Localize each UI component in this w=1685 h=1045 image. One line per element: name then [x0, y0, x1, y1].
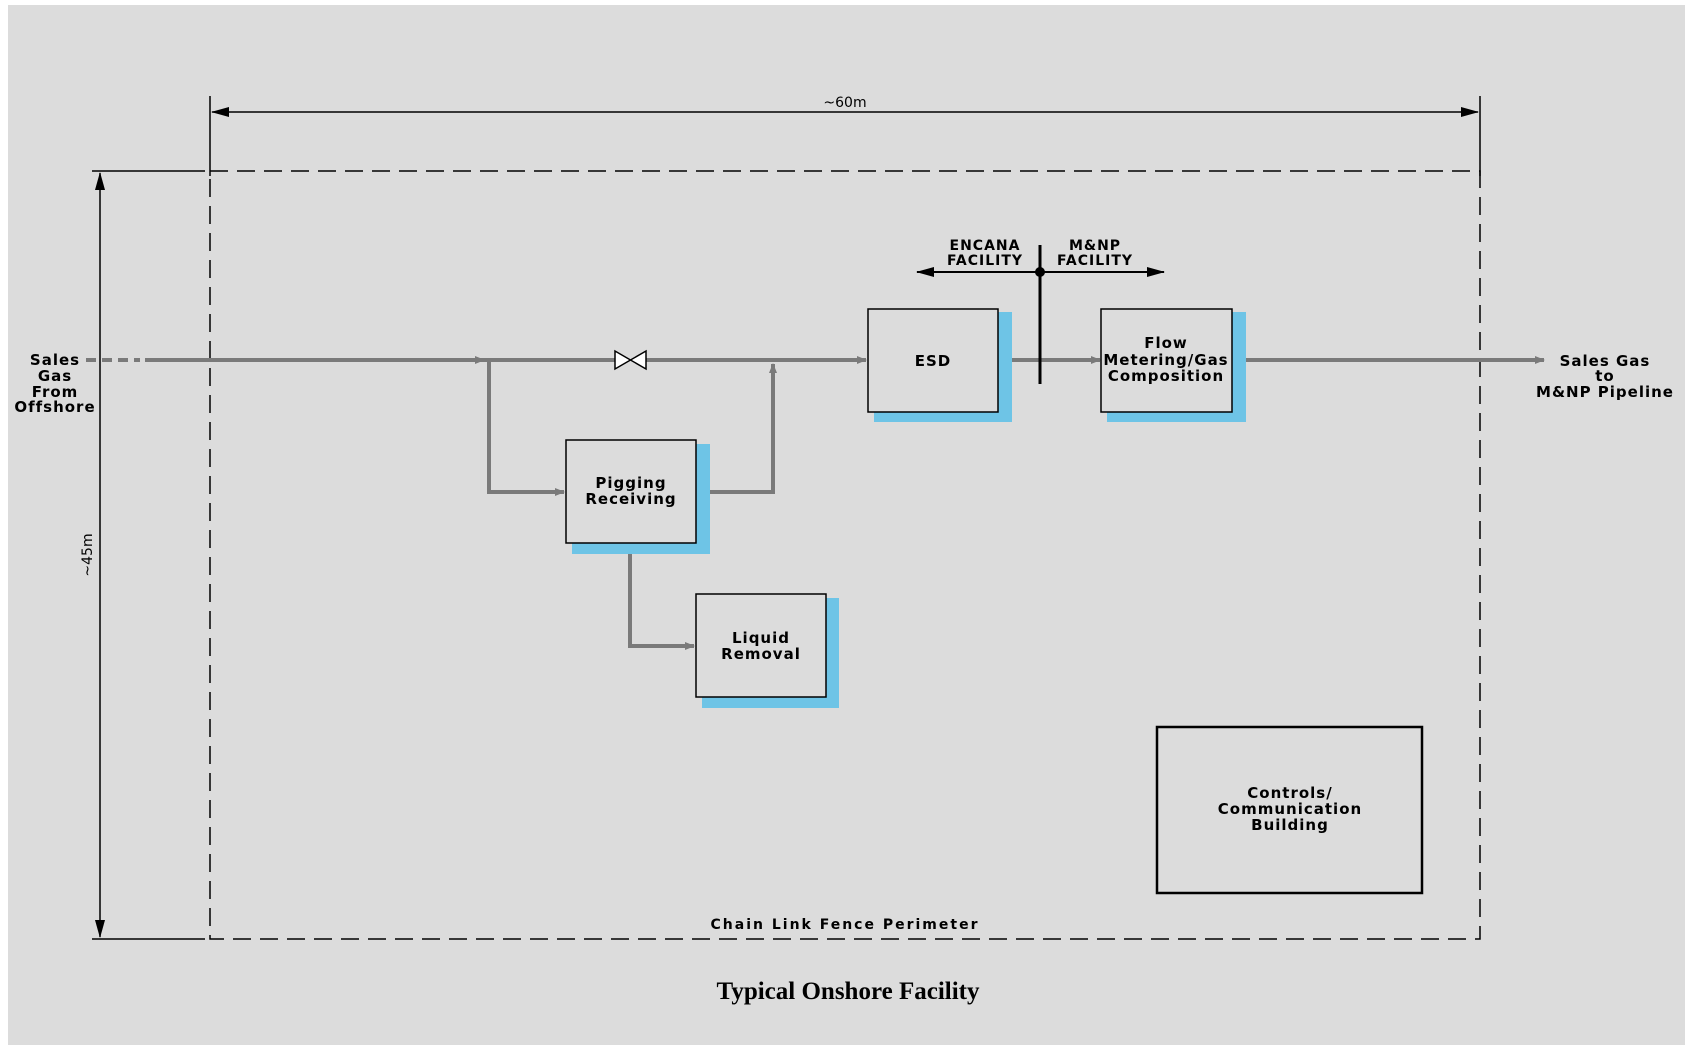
encana-label-line2: FACILITY — [947, 253, 1023, 269]
fence-perimeter — [209, 170, 1481, 940]
pigging-receiving-box: Pigging Receiving — [565, 439, 710, 554]
mnp-label-line2: FACILITY — [1057, 253, 1133, 269]
inlet-label-line4: Offshore — [14, 398, 95, 416]
width-dimension-label: ~60m — [823, 95, 866, 111]
controls-building-box: Controls/ Communication Building — [1155, 725, 1424, 895]
liquid-label-line2: Removal — [721, 645, 801, 663]
height-dimension: ~45m — [80, 170, 205, 940]
fence-label: Chain Link Fence Perimeter — [711, 917, 980, 933]
inlet-label-line1: Sales — [30, 351, 80, 369]
height-dimension-label: ~45m — [80, 533, 96, 576]
flow-label-line3: Composition — [1108, 367, 1224, 385]
flow-metering-box: Flow Metering/Gas Composition — [1100, 308, 1246, 422]
page-title: Typical Onshore Facility — [717, 978, 980, 1005]
inlet-label: Sales Gas From Offshore — [14, 351, 95, 416]
encana-label-line1: ENCANA — [950, 238, 1021, 254]
pigging-label-line1: Pigging — [595, 474, 666, 492]
esd-label: ESD — [915, 352, 952, 370]
pigging-label-line2: Receiving — [585, 490, 676, 508]
mnp-label-line1: M&NP — [1069, 238, 1121, 254]
outlet-label-line3: M&NP Pipeline — [1536, 383, 1674, 401]
controls-label-line1: Controls/ — [1247, 784, 1332, 802]
inlet-label-line3: From — [32, 383, 79, 401]
liquid-removal-box: Liquid Removal — [695, 593, 839, 708]
outlet-label: Sales Gas to M&NP Pipeline — [1536, 352, 1674, 401]
controls-label-line3: Building — [1251, 816, 1329, 834]
valve-icon — [614, 349, 647, 371]
esd-box: ESD — [867, 308, 1012, 422]
outlet-label-line1: Sales Gas — [1560, 352, 1651, 370]
liquid-label-line1: Liquid — [732, 629, 790, 647]
outlet-label-line2: to — [1595, 367, 1614, 385]
pigging-branch — [487, 360, 777, 650]
background — [8, 5, 1685, 1045]
flow-label-line1: Flow — [1144, 334, 1188, 352]
flow-label-line2: Metering/Gas — [1103, 351, 1228, 369]
width-dimension: ~60m — [209, 95, 1481, 176]
controls-label-line2: Communication — [1218, 800, 1362, 818]
ownership-boundary: ENCANA FACILITY M&NP FACILITY — [916, 238, 1165, 384]
inlet-label-line2: Gas — [38, 367, 72, 385]
